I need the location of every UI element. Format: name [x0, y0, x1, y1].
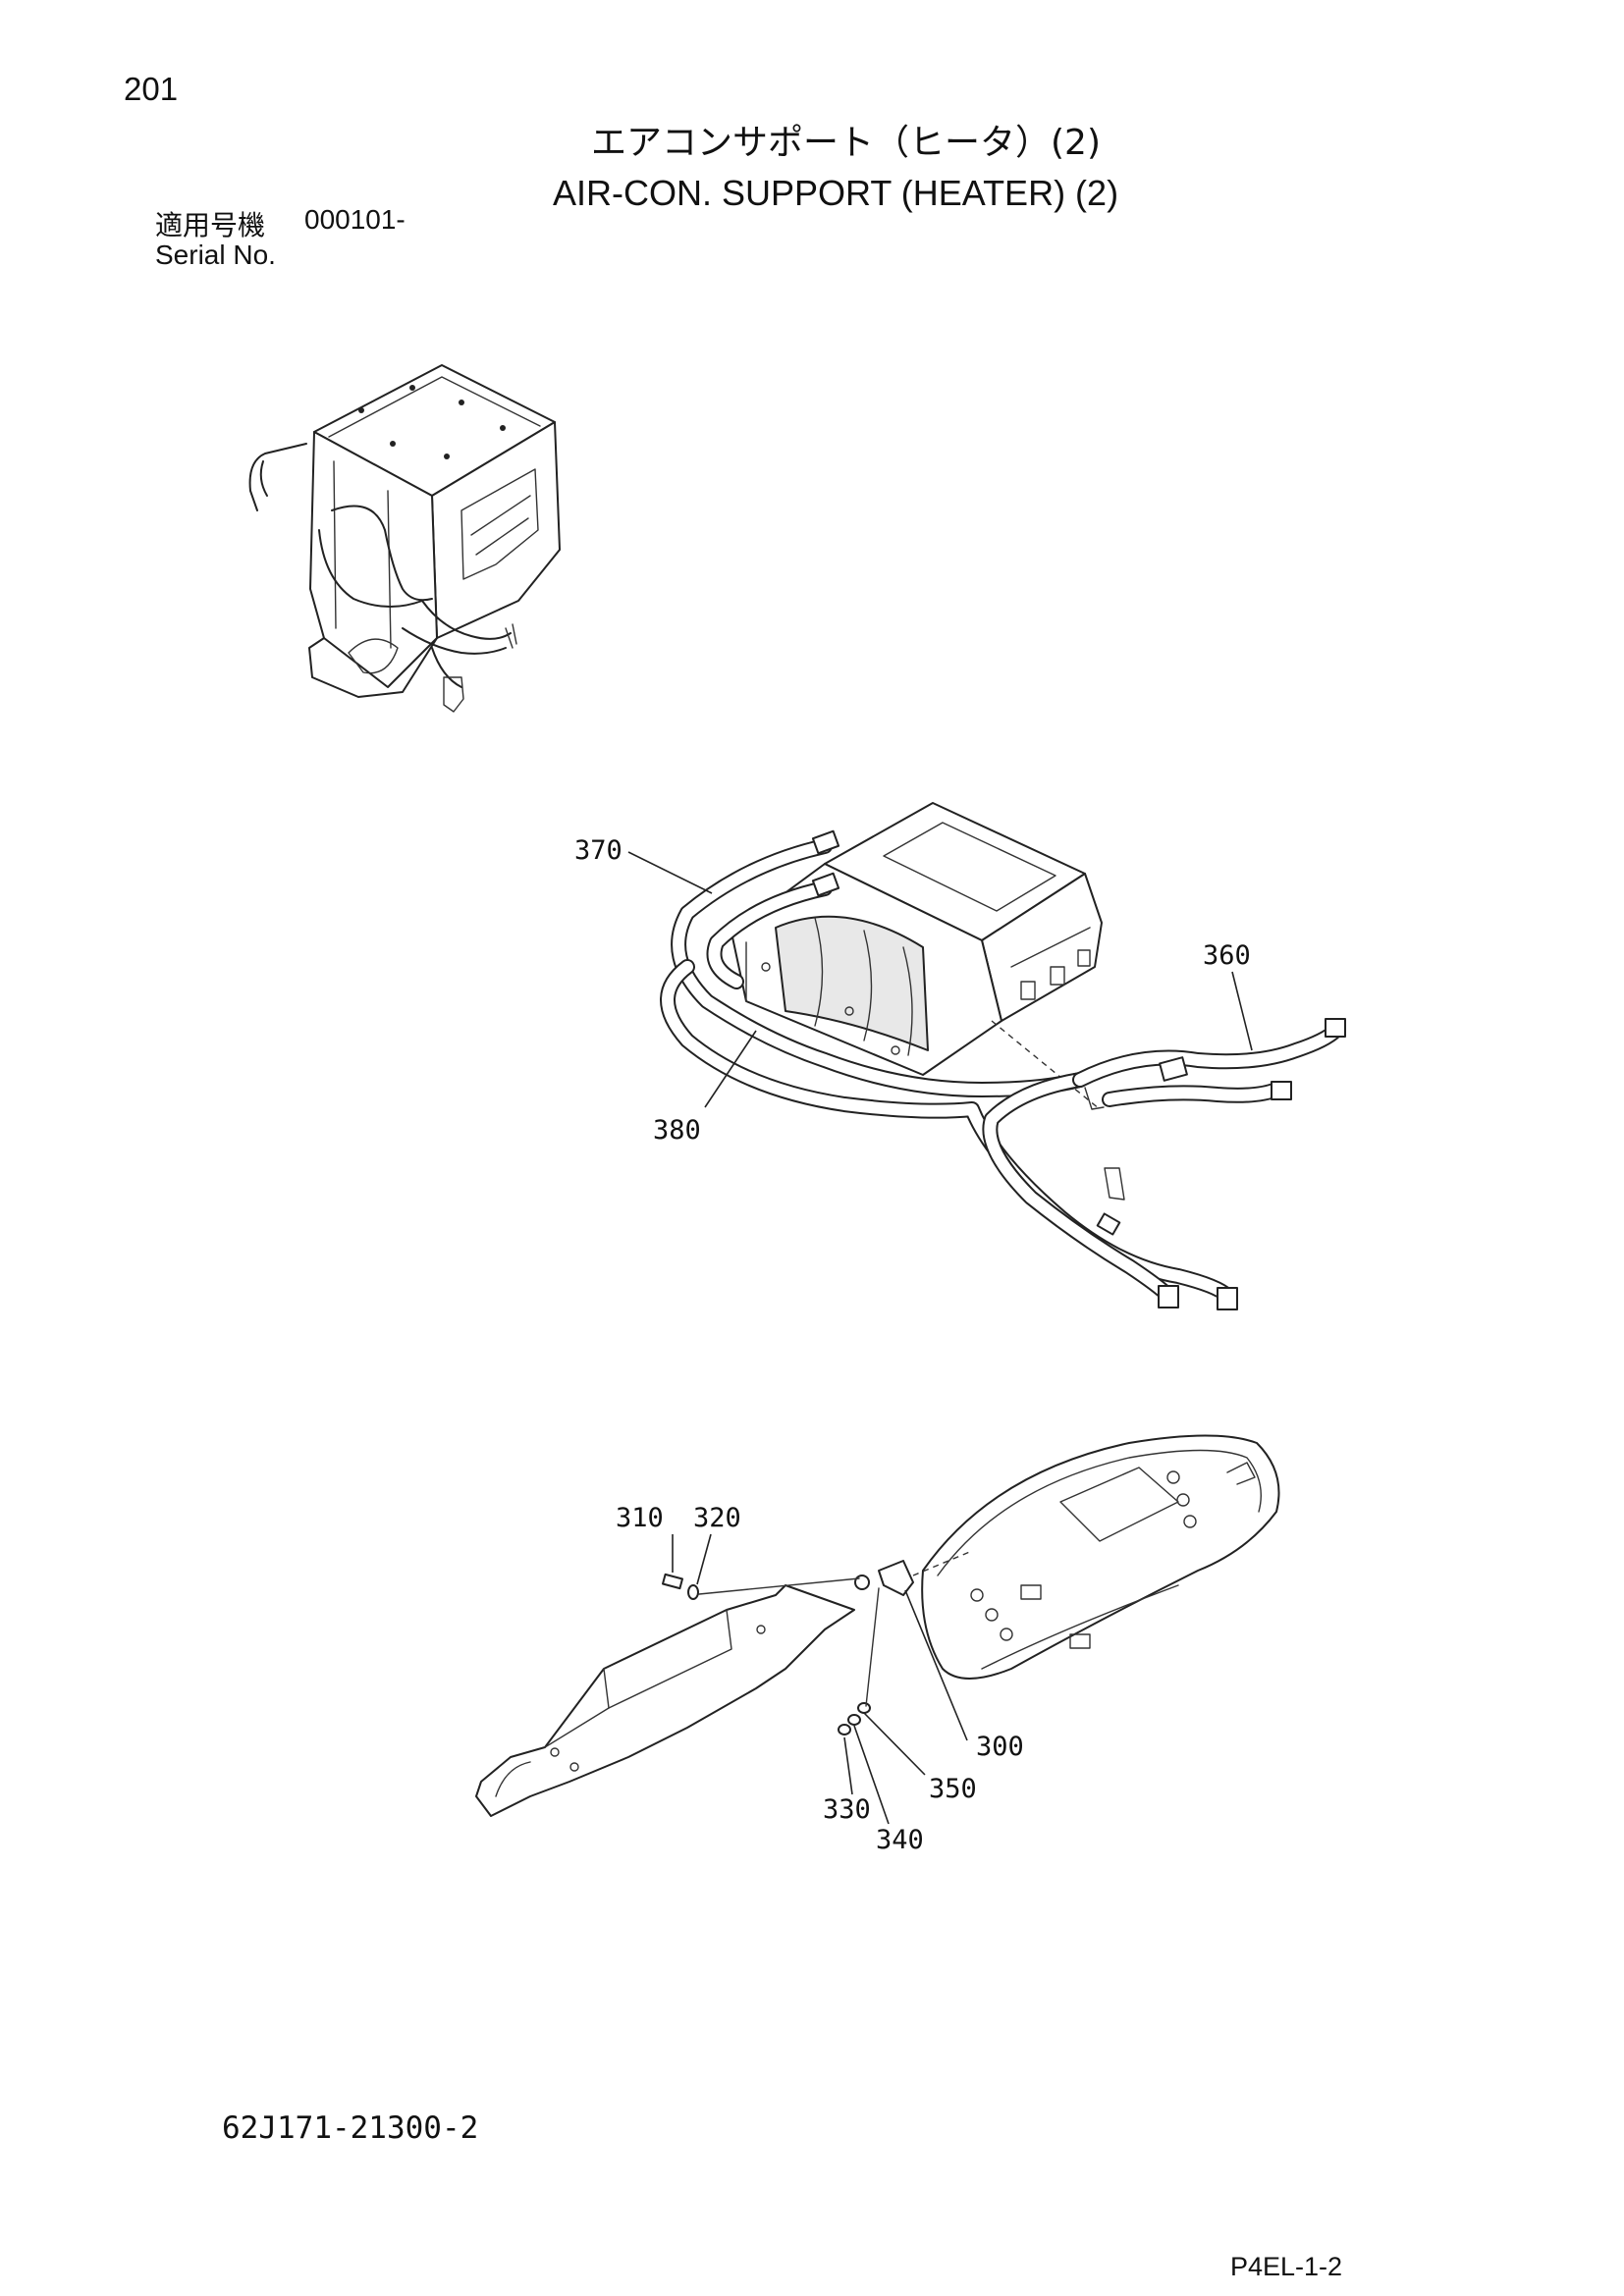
page-number: 201	[124, 71, 179, 107]
callout-320: 320	[693, 1503, 741, 1533]
page-title-japanese: エアコンサポート（ヒータ）(2)	[591, 123, 1101, 163]
drawing-document-code: 62J171-21300-2	[222, 2110, 479, 2146]
serial-label-japanese: 適用号機	[155, 209, 266, 241]
callout-330: 330	[823, 1794, 871, 1825]
callout-310: 310	[616, 1503, 664, 1533]
bracket-panel-icon	[475, 1434, 1280, 1817]
callout-370: 370	[574, 835, 623, 866]
sheet-code: P4EL-1-2	[1230, 2252, 1343, 2281]
serial-number-value: 000101-	[304, 204, 406, 235]
callout-360: 360	[1203, 940, 1251, 971]
callout-380: 380	[653, 1115, 701, 1146]
cab-overview-icon	[248, 364, 561, 713]
callout-300: 300	[976, 1732, 1024, 1762]
serial-label-english: Serial No.	[155, 240, 276, 270]
callout-350: 350	[929, 1774, 977, 1804]
callout-340: 340	[876, 1825, 924, 1855]
page-title-english: AIR-CON. SUPPORT (HEATER) (2)	[553, 173, 1119, 213]
leader-lines	[627, 851, 1253, 1825]
heater-unit-hoses-icon	[660, 802, 1346, 1310]
